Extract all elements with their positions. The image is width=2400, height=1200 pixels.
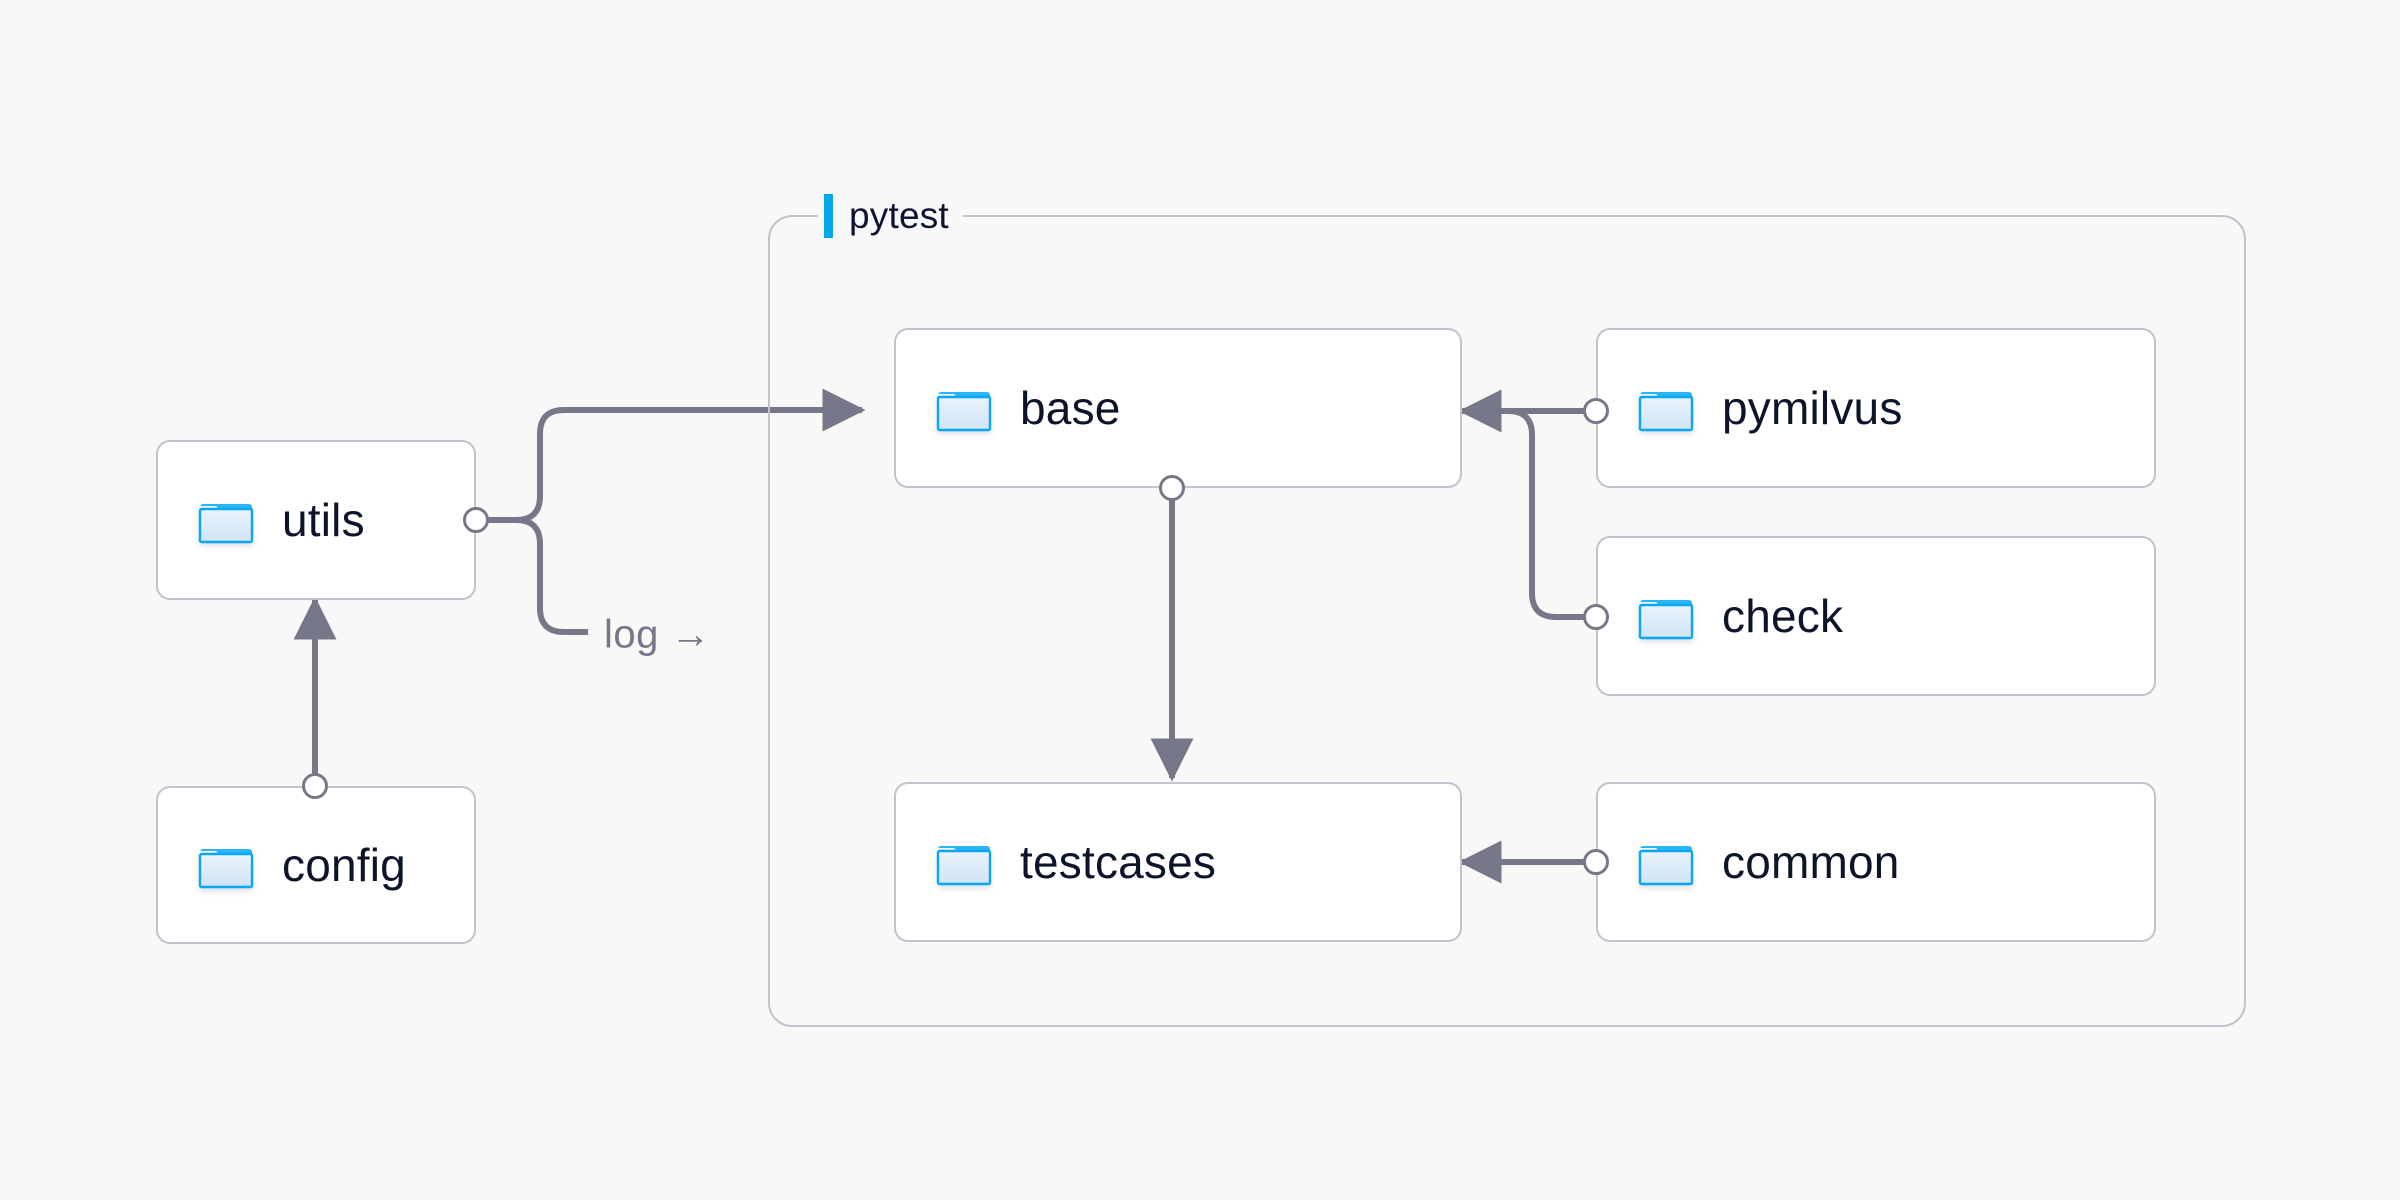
node-config[interactable]: config	[156, 786, 476, 944]
port-utils-right[interactable]	[463, 507, 489, 533]
node-utils-label: utils	[282, 494, 365, 546]
node-pymilvus-label: pymilvus	[1722, 382, 1903, 434]
folder-icon	[936, 384, 992, 432]
port-common-left[interactable]	[1583, 849, 1609, 875]
node-base-label: base	[1020, 382, 1121, 434]
node-utils[interactable]: utils	[156, 440, 476, 600]
node-pymilvus[interactable]: pymilvus	[1596, 328, 2156, 488]
port-config-top[interactable]	[302, 773, 328, 799]
edge-utils-log	[484, 517, 588, 635]
folder-icon	[198, 496, 254, 544]
group-accent-bar	[824, 194, 833, 238]
node-common-label: common	[1722, 836, 1900, 888]
node-base[interactable]: base	[894, 328, 1462, 488]
folder-icon	[198, 841, 254, 889]
node-check[interactable]: check	[1596, 536, 2156, 696]
node-check-label: check	[1722, 590, 1844, 642]
port-pymilvus-left[interactable]	[1583, 398, 1609, 424]
group-title: pytest	[849, 195, 949, 236]
edge-label-log: log →	[604, 612, 711, 657]
folder-icon	[936, 838, 992, 886]
group-pytest[interactable]	[768, 215, 2246, 1027]
folder-icon	[1638, 592, 1694, 640]
folder-icon	[1638, 838, 1694, 886]
port-check-left[interactable]	[1583, 604, 1609, 630]
node-testcases[interactable]: testcases	[894, 782, 1462, 942]
node-common[interactable]: common	[1596, 782, 2156, 942]
port-base-bottom[interactable]	[1159, 475, 1185, 501]
folder-icon	[1638, 384, 1694, 432]
group-pytest-label: pytest	[818, 188, 963, 244]
node-testcases-label: testcases	[1020, 836, 1217, 888]
node-config-label: config	[282, 839, 406, 891]
